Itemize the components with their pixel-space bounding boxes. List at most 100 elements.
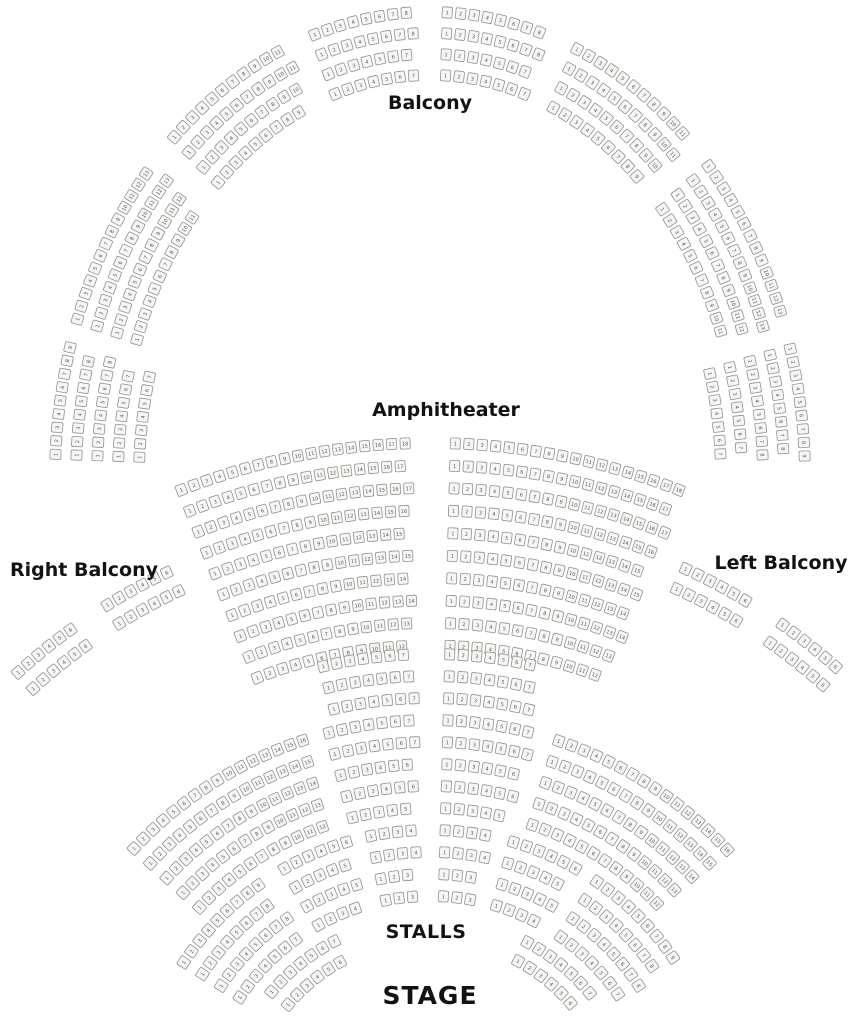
seat-stalls-mid-r4-4[interactable]: 4	[205, 857, 220, 873]
seat-amphitheater-r7-9[interactable]: 9	[329, 579, 342, 593]
seat-stalls-rear-center-r2-3[interactable]: 3	[470, 672, 482, 685]
seat-stalls-front-r3-5[interactable]: 5	[248, 937, 263, 952]
seat-stalls-mid-r1-14[interactable]: 14	[701, 823, 716, 838]
seat-stalls-mid-r3-5[interactable]: 5	[494, 764, 507, 778]
seat-stalls-rear-center-r1-1[interactable]: 1	[444, 648, 456, 661]
seat-balcony-main-r4-2[interactable]: 2	[134, 320, 148, 334]
seat-amphitheater-r3-10[interactable]: 10	[568, 498, 581, 512]
seat-stalls-front-r2-7[interactable]: 7	[249, 906, 264, 922]
seat-stalls-mid-r1-2[interactable]: 2	[565, 738, 579, 753]
seat-amphitheater-r2-5[interactable]: 5	[502, 463, 515, 477]
seat-amphitheater-r2-16[interactable]: 16	[381, 460, 393, 474]
seat-balcony-main-r2-10[interactable]: 10	[273, 67, 288, 82]
seat-amphitheater-r5-7[interactable]: 7	[527, 535, 540, 549]
seat-amphitheater-r1-3[interactable]: 3	[476, 438, 488, 452]
seat-stalls-mid-r1-10[interactable]: 10	[222, 766, 236, 781]
seat-balcony-main-r2-7[interactable]: 7	[628, 108, 643, 123]
seat-amphitheater-r1-7[interactable]: 7	[529, 444, 542, 458]
seat-stalls-mid-r4-2[interactable]: 2	[353, 786, 366, 800]
seat-amphitheater-r6-5[interactable]: 5	[500, 554, 513, 567]
seat-amphitheater-r3-12[interactable]: 12	[594, 504, 607, 518]
seat-amphitheater-r1-13[interactable]: 13	[331, 442, 344, 456]
seat-balcony-main-r2-8[interactable]: 8	[251, 81, 266, 97]
seat-balcony-main-r4-3[interactable]: 3	[228, 155, 244, 170]
seat-amphitheater-r1-10[interactable]: 10	[291, 449, 305, 463]
seat-amphitheater-r6-11[interactable]: 11	[578, 570, 592, 584]
seat-stalls-front-r2-7[interactable]: 7	[636, 948, 652, 963]
seat-stalls-mid-r1-12[interactable]: 12	[680, 805, 696, 821]
seat-amphitheater-r5-14[interactable]: 14	[380, 528, 392, 541]
seat-stalls-mid-r1-1[interactable]: 1	[552, 734, 566, 748]
seat-balcony-right-end-r2-3[interactable]: 3	[72, 422, 85, 434]
seat-stalls-mid-r3-3[interactable]: 3	[564, 785, 578, 800]
seat-stalls-mid-r2-3[interactable]: 3	[355, 741, 368, 755]
seat-amphitheater-r5-4[interactable]: 4	[246, 553, 260, 567]
seat-stalls-mid-r1-6[interactable]: 6	[389, 715, 402, 728]
seat-balcony-main-r2-3[interactable]: 3	[585, 75, 600, 90]
seat-stalls-mid-r2-6[interactable]: 6	[607, 782, 621, 797]
seat-balcony-main-r2-5[interactable]: 5	[607, 91, 622, 106]
seat-stalls-mid-r1-9[interactable]: 9	[210, 773, 225, 788]
seat-stalls-mid-r1-13[interactable]: 13	[691, 814, 706, 829]
seat-balcony-main-r2-2[interactable]: 2	[693, 184, 709, 199]
seat-amphitheater-r9-11[interactable]: 11	[374, 619, 386, 632]
seat-balcony-main-r1-8[interactable]: 8	[400, 6, 412, 20]
seat-stalls-front-r4-3[interactable]: 3	[574, 946, 590, 962]
seat-amphitheater-r9-6[interactable]: 6	[306, 630, 320, 644]
seat-balcony-left-end-r5-3[interactable]: 3	[708, 394, 722, 407]
seat-amphitheater-r3-4[interactable]: 4	[229, 511, 243, 525]
seat-stalls-front-r3-1[interactable]: 1	[214, 978, 229, 993]
seat-stalls-front-r1-2[interactable]: 2	[600, 882, 615, 897]
seat-stalls-rear-center-r3-6[interactable]: 6	[509, 700, 522, 714]
seat-stalls-front-r1-5[interactable]: 5	[631, 908, 646, 924]
seat-balcony-main-r3-3[interactable]: 3	[466, 51, 480, 64]
seat-stalls-mid-r5-5[interactable]: 5	[493, 809, 506, 823]
seat-stalls-mid-r5-8[interactable]: 8	[266, 842, 281, 857]
seat-stalls-mid-r4-1[interactable]: 1	[440, 780, 452, 793]
seat-stalls-mid-r3-7[interactable]: 7	[221, 818, 236, 833]
seat-balcony-left-end-r1-1[interactable]: 1	[783, 342, 797, 356]
seat-balcony-main-r4-2[interactable]: 2	[662, 213, 678, 228]
seat-stalls-front-r4-4[interactable]: 4	[584, 955, 600, 971]
seat-right-balcony-r2-6[interactable]: 6	[78, 638, 93, 654]
seat-amphitheater-r7-2[interactable]: 2	[238, 603, 252, 618]
seat-stalls-front-r2-3[interactable]: 3	[526, 865, 540, 880]
seat-stalls-mid-r3-7[interactable]: 7	[611, 810, 626, 825]
seat-amphitheater-r8-1[interactable]: 1	[233, 629, 248, 643]
seat-balcony-main-r3-4[interactable]: 4	[480, 53, 493, 67]
seat-stalls-mid-r3-4[interactable]: 4	[481, 762, 494, 775]
seat-stalls-mid-r1-7[interactable]: 7	[521, 725, 535, 739]
seat-stalls-front-r1-3[interactable]: 3	[611, 890, 626, 906]
seat-balcony-main-r1-1[interactable]: 1	[701, 159, 716, 174]
seat-balcony-main-r4-8[interactable]: 8	[700, 286, 715, 300]
seat-amphitheater-r4-3[interactable]: 3	[474, 506, 487, 519]
seat-amphitheater-r2-1[interactable]: 1	[449, 459, 461, 473]
seat-stalls-mid-r5-4[interactable]: 4	[386, 804, 399, 817]
seat-stalls-front-sides-r2-5[interactable]: 5	[321, 961, 336, 977]
seat-stalls-front-sides-r2-3[interactable]: 3	[533, 968, 549, 983]
seat-stalls-mid-r2-1[interactable]: 1	[545, 755, 559, 769]
seat-stalls-front-r3-6[interactable]: 6	[258, 928, 273, 943]
seat-balcony-main-r4-2[interactable]: 2	[453, 70, 465, 83]
seat-amphitheater-r2-12[interactable]: 12	[327, 466, 339, 480]
seat-stalls-mid-r2-6[interactable]: 6	[508, 744, 521, 758]
seat-stalls-front-r1-7[interactable]: 7	[229, 894, 245, 910]
seat-balcony-right-end-r1-9[interactable]: 9	[63, 341, 77, 354]
seat-balcony-main-r1-2[interactable]: 2	[175, 119, 191, 135]
seat-amphitheater-r8-4[interactable]: 4	[272, 616, 286, 630]
seat-stalls-mid-r1-11[interactable]: 11	[233, 759, 248, 774]
seat-balcony-main-r1-10[interactable]: 10	[117, 200, 132, 215]
seat-stalls-front-sides-r1-5[interactable]: 5	[304, 948, 319, 963]
seat-stalls-front-r1-9[interactable]: 9	[665, 950, 681, 965]
seat-amphitheater-r3-7[interactable]: 7	[269, 500, 282, 514]
seat-stalls-mid-r1-16[interactable]: 16	[296, 733, 310, 748]
seat-stalls-front-r2-4[interactable]: 4	[538, 870, 553, 885]
seat-stalls-front-r3-8[interactable]: 8	[631, 978, 646, 993]
seat-balcony-main-r2-9[interactable]: 9	[738, 268, 753, 283]
seat-stalls-front-sides-r1-3[interactable]: 3	[543, 949, 558, 964]
seat-amphitheater-r1-9[interactable]: 9	[556, 449, 569, 463]
seat-stalls-mid-r4-12[interactable]: 12	[298, 802, 312, 817]
seat-stalls-front-r2-2[interactable]: 2	[203, 955, 218, 971]
seat-stalls-rear-center-r3-3[interactable]: 3	[354, 697, 367, 711]
seat-stalls-front-r1-4[interactable]: 4	[201, 923, 216, 938]
